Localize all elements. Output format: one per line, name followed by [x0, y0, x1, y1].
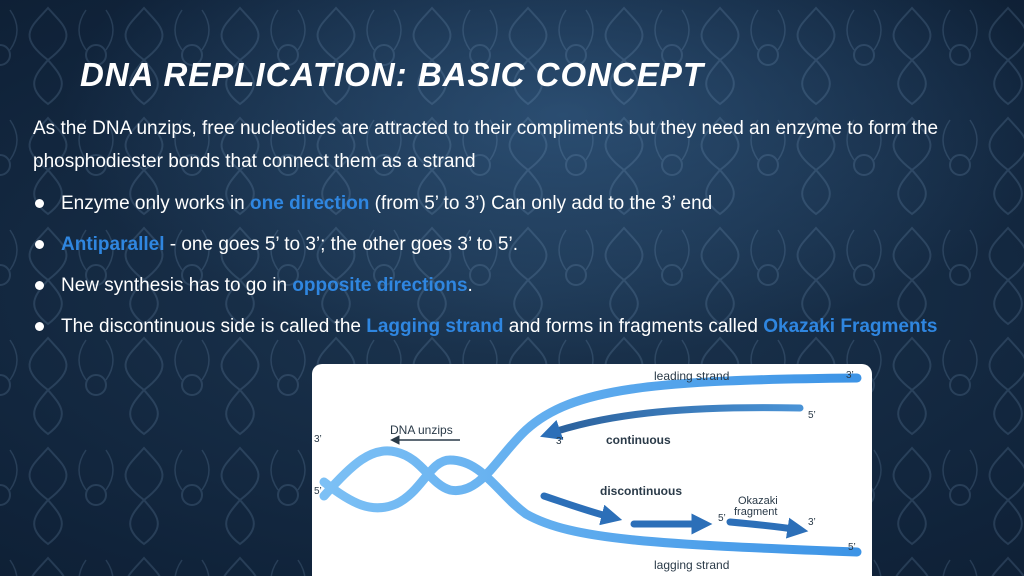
parent-strand-bottom: [319, 455, 862, 557]
end-label-5-fragment: 5’: [718, 513, 726, 524]
highlight-term: Antiparallel: [61, 234, 165, 255]
bullet-dot-icon: [35, 322, 44, 331]
end-label-3-fragment: 3’: [808, 517, 816, 528]
highlight-term: opposite directions: [292, 275, 468, 296]
okazaki-label-line1: Okazaki: [738, 495, 778, 507]
leading-new-strand: [540, 404, 804, 440]
replication-fork-svg: leading strand lagging strand DNA unzips…: [314, 369, 862, 572]
bullet-dot-icon: [35, 281, 44, 290]
okazaki-fragment-arrow: [540, 492, 623, 526]
end-label-5-helix: 5’: [314, 486, 322, 497]
okazaki-label-line2: fragment: [734, 506, 777, 518]
bullet-dot-icon: [35, 199, 44, 208]
slide-title: DNA Replication: Basic Concept: [80, 56, 704, 93]
intro-paragraph: As the DNA unzips, free nucleotides are …: [33, 118, 939, 172]
okazaki-fragment-arrow: [726, 517, 809, 539]
highlight-term: Lagging strand: [366, 316, 504, 337]
highlight-term: one direction: [250, 193, 370, 214]
parent-strand-top: [319, 373, 862, 501]
replication-fork-diagram: leading strand lagging strand DNA unzips…: [312, 364, 872, 576]
bullet-item: New synthesis has to go in opposite dire…: [33, 269, 1003, 302]
dna-unzips-label: DNA unzips: [390, 423, 453, 437]
bullet-dot-icon: [35, 240, 44, 249]
end-label-3-helix: 3’: [314, 434, 322, 445]
leading-strand-label: leading strand: [654, 369, 729, 383]
end-label-3-leading-new: 3’: [556, 436, 564, 447]
highlight-term: Okazaki Fragments: [763, 316, 938, 337]
end-label-5-lagging: 5’: [848, 542, 856, 553]
slide-body: As the DNA unzips, free nucleotides are …: [33, 112, 1003, 351]
end-label-3-leading: 3’: [846, 370, 854, 381]
bullet-item: Antiparallel - one goes 5’ to 3’; the ot…: [33, 228, 1003, 261]
bullet-item: Enzyme only works in one direction (from…: [33, 187, 1003, 220]
bullet-list: Enzyme only works in one direction (from…: [33, 187, 1003, 343]
lagging-strand-label: lagging strand: [654, 558, 729, 572]
bullet-item: The discontinuous side is called the Lag…: [33, 310, 1003, 343]
continuous-label: continuous: [606, 433, 671, 447]
discontinuous-label: discontinuous: [600, 484, 682, 498]
end-label-5-leading-new: 5’: [808, 410, 816, 421]
